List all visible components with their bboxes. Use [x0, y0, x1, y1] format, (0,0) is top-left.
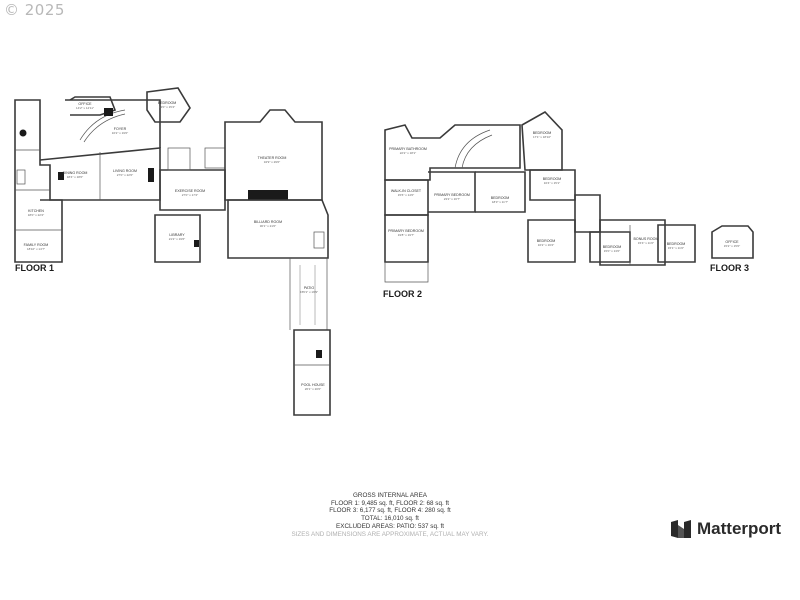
- room-bed-f2-3-dim: 16'4" x 15'1": [544, 181, 560, 185]
- room-bed-f2-1-name: BEDROOM: [491, 196, 510, 200]
- copyright-watermark: © 2025: [4, 1, 65, 19]
- gross-area-summary: GROSS INTERNAL AREA FLOOR 1: 9,485 sq. f…: [270, 492, 510, 538]
- room-office-f3-dim: 15'2" x 15'0": [724, 244, 740, 248]
- room-bed-f2-3-name: BEDROOM: [543, 177, 562, 181]
- room-office-f3-name: OFFICE: [725, 240, 739, 244]
- room-bed-f2-5-name: BEDROOM: [603, 245, 622, 249]
- floor-3-label: FLOOR 3: [710, 263, 750, 273]
- matterport-logo-text: Matterport: [697, 519, 782, 538]
- room-kitchen-name: KITCHEN: [28, 209, 44, 213]
- room-exercise-name: EXERCISE ROOM: [175, 189, 205, 193]
- room-pool-name: POOL HOUSE: [301, 383, 325, 387]
- room-living-dim: 27'0" x 22'0": [117, 173, 133, 177]
- room-primary-bath-dim: 22'2" x 18'1": [400, 151, 416, 155]
- room-theater-dim: 34'9" x 29'0": [264, 160, 280, 164]
- matterport-logo: Matterport: [670, 518, 781, 540]
- room-billiard-name: BILLIARD ROOM: [254, 220, 282, 224]
- room-walkin-name: WALK-IN CLOSET: [391, 189, 422, 193]
- room-bed-f2-5-dim: 15'0" x 13'0": [604, 249, 620, 253]
- room-bed-f2-2-name: BEDROOM: [533, 131, 552, 135]
- room-patio-name: PATIO: [304, 286, 314, 290]
- room-primary-bed-a-dim: 23'2" x 16'7": [444, 197, 460, 201]
- room-primary-bed-b-dim: 19'8" x 19'7": [398, 233, 414, 237]
- matterport-logo-icon: [671, 520, 691, 538]
- area-disclaimer: SIZES AND DIMENSIONS ARE APPROXIMATE, AC…: [291, 530, 489, 538]
- area-line-2: FLOOR 3: 6,177 sq. ft, FLOOR 4: 280 sq. …: [329, 507, 451, 515]
- room-billiard-dim: 30'1" x 21'0": [260, 224, 276, 228]
- room-kitchen-dim: 18'0" x 22'2": [28, 213, 44, 217]
- area-heading: GROSS INTERNAL AREA: [353, 492, 427, 499]
- room-exercise-dim: 27'0" x 17'2": [182, 193, 198, 197]
- room-bed-f2-2-dim: 17'1" x 18'10": [533, 135, 551, 139]
- room-living-name: LIVING ROOM: [113, 169, 137, 173]
- room-library-dim: 21'2" x 19'6": [169, 237, 185, 241]
- room-bed-f2-1-dim: 18'3" x 11'7": [492, 200, 508, 204]
- room-walkin-dim: 15'6" x 14'0": [398, 193, 414, 197]
- room-bed-f2-6-name: BEDROOM: [667, 242, 686, 246]
- room-office-f1-dim: 14'2" x 14'11": [76, 106, 94, 110]
- room-bedroom-f1-dim: 13'0" x 15'4": [159, 105, 175, 109]
- room-pool-dim: 26'1" x 20'0": [305, 387, 321, 391]
- room-family-dim: 18'10" x 14'7": [27, 247, 45, 251]
- room-office-f1-name: OFFICE: [78, 102, 92, 106]
- room-bed-f2-4-dim: 16'2" x 16'2": [538, 243, 554, 247]
- room-bonus-name: BONUS ROOM: [634, 237, 659, 241]
- room-dining-name: DINING ROOM: [63, 171, 88, 175]
- room-bed-f2-4-name: BEDROOM: [537, 239, 556, 243]
- room-theater-name: THEATER ROOM: [258, 156, 287, 160]
- room-foyer-dim: 16'2" x 19'0": [112, 131, 128, 135]
- room-bed-f2-6-dim: 15'1" x 11'0": [668, 246, 684, 250]
- area-line-4: EXCLUDED AREAS: PATIO: 537 sq. ft: [336, 522, 444, 530]
- room-primary-bath-name: PRIMARY BATHROOM: [389, 147, 427, 151]
- floor-1-plan: OFFICE 14'2" x 14'11" BEDROOM 13'0" x 15…: [14, 87, 331, 416]
- room-primary-bed-a-name: PRIMARY BEDROOM: [434, 193, 470, 197]
- room-primary-bed-b-name: PRIMARY BEDROOM: [388, 229, 424, 233]
- floor-2-label: FLOOR 2: [383, 289, 423, 299]
- floor-2-plan: PRIMARY BATHROOM 22'2" x 18'1" WALK-IN C…: [384, 110, 754, 283]
- room-bonus-dim: 15'4" x 11'0": [638, 241, 654, 245]
- room-patio-dim: 155'1" x 16'9": [300, 290, 318, 294]
- area-line-3: TOTAL: 16,010 sq. ft: [361, 515, 419, 523]
- area-line-1: FLOOR 1: 9,485 sq. ft, FLOOR 2: 68 sq. f…: [331, 499, 449, 507]
- room-foyer-name: FOYER: [114, 127, 127, 131]
- room-family-name: FAMILY ROOM: [24, 243, 49, 247]
- floor-1-label: FLOOR 1: [15, 263, 55, 273]
- room-library-name: LIBRARY: [169, 233, 185, 237]
- room-bedroom-f1-name: BEDROOM: [158, 101, 177, 105]
- room-dining-dim: 18'4" x 18'0": [67, 175, 83, 179]
